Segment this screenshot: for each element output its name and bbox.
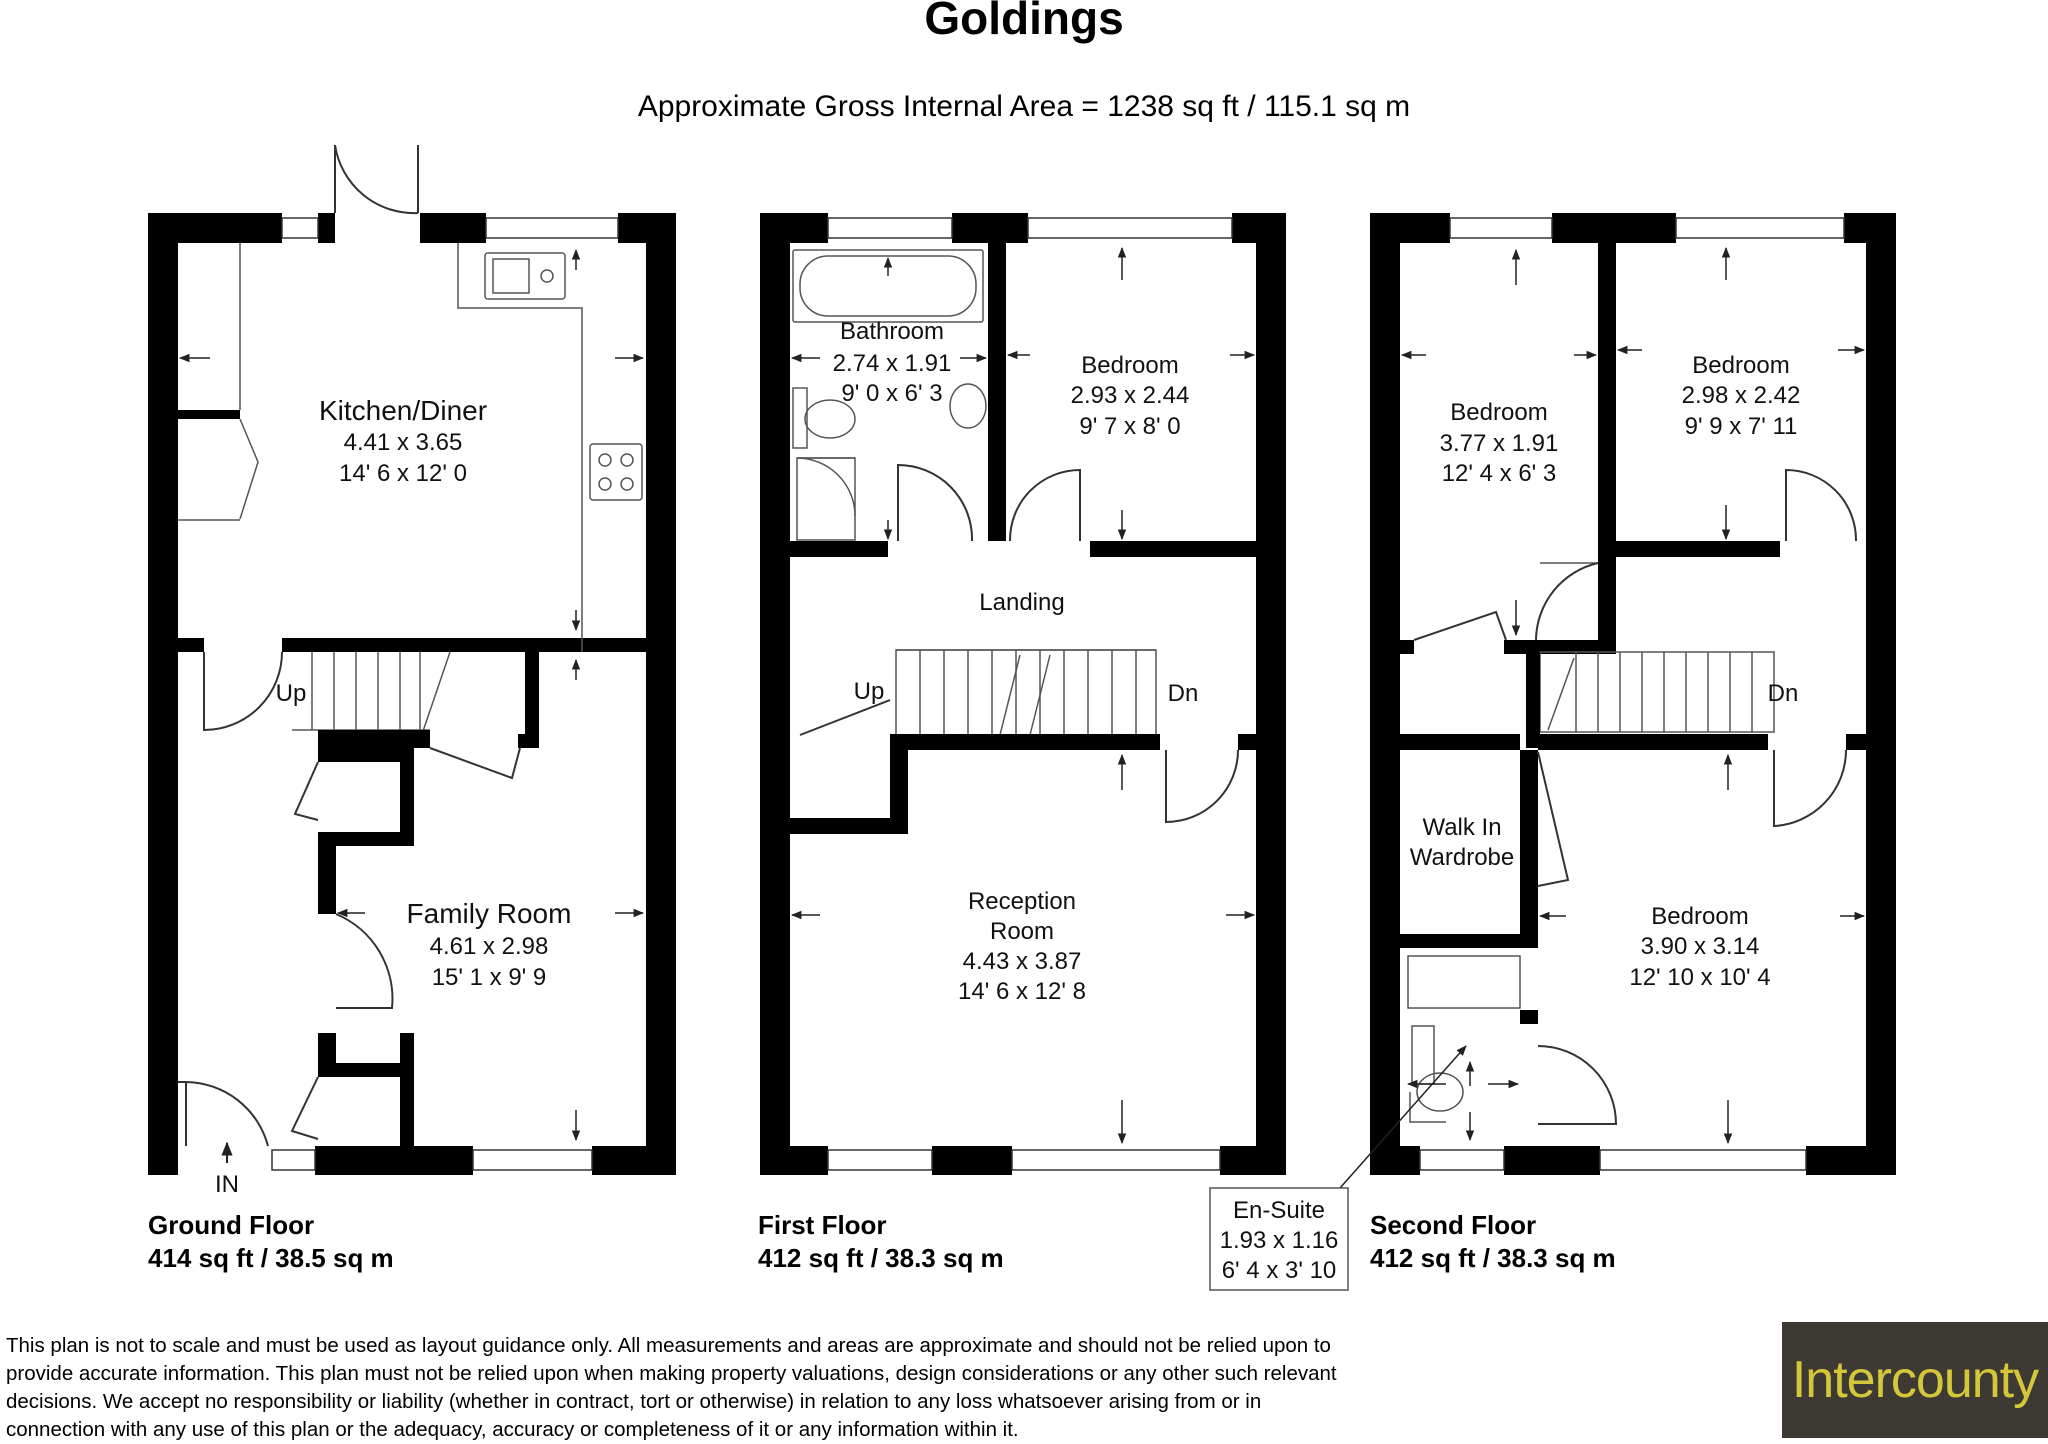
logo-text: Intercounty: [1791, 1351, 2039, 1409]
disclaimer-line: provide accurate information. This plan …: [6, 1362, 1337, 1385]
first-stairs: [895, 649, 1157, 739]
ensuite-imperial: 6' 4 x 3' 10: [1222, 1257, 1337, 1284]
disclaimer-line: This plan is not to scale and must be us…: [6, 1334, 1331, 1357]
ground-stairs-up-label: Up: [276, 680, 307, 707]
kitchen-imperial: 14' 6 x 12' 0: [339, 460, 467, 487]
second-floor-area: 412 sq ft / 38.3 sq m: [1370, 1243, 1616, 1273]
landing-name: Landing: [979, 589, 1064, 616]
first-bedroom-imperial: 9' 7 x 8' 0: [1079, 413, 1180, 440]
first-stairs-down-label: Dn: [1168, 680, 1199, 707]
second-floor-title: Second Floor: [1370, 1210, 1536, 1240]
kitchen-name: Kitchen/Diner: [319, 395, 487, 426]
disclaimer-line: decisions. We accept no responsibility o…: [6, 1390, 1262, 1413]
first-floor-plan: Bathroom 2.74 x 1.91 9' 0 x 6' 3 Bedroom…: [758, 213, 1286, 1273]
gross-area: Approximate Gross Internal Area = 1238 s…: [638, 90, 1410, 123]
disclaimer: This plan is not to scale and must be us…: [6, 1332, 1506, 1444]
walkin-name-2: Wardrobe: [1410, 844, 1514, 871]
ground-floor-plan: IN Up Kitchen/Diner 4.41 x 3.65 14' 6 x …: [148, 144, 676, 1273]
bathroom-metric: 2.74 x 1.91: [833, 350, 952, 377]
second-bedroom-right-imperial: 9' 9 x 7' 11: [1685, 413, 1798, 440]
first-bedroom-metric: 2.93 x 2.44: [1071, 382, 1190, 409]
first-bedroom-name: Bedroom: [1081, 352, 1178, 379]
second-bedroom-main-metric: 3.90 x 3.14: [1641, 933, 1760, 960]
second-bedroom-left-name: Bedroom: [1450, 399, 1547, 426]
bathroom-name: Bathroom: [840, 318, 944, 345]
first-floor-area: 412 sq ft / 38.3 sq m: [758, 1243, 1004, 1273]
ground-floor-title: Ground Floor: [148, 1210, 314, 1240]
bathroom-imperial: 9' 0 x 6' 3: [841, 380, 942, 407]
second-stairs-down-label: Dn: [1768, 680, 1799, 707]
reception-metric: 4.43 x 3.87: [963, 948, 1082, 975]
family-room-imperial: 15' 1 x 9' 9: [432, 964, 547, 991]
intercounty-logo: Intercounty: [1782, 1322, 2048, 1438]
second-bedroom-left-imperial: 12' 4 x 6' 3: [1442, 460, 1557, 487]
ensuite-name: En-Suite: [1233, 1197, 1325, 1224]
second-bedroom-right-metric: 2.98 x 2.42: [1682, 382, 1801, 409]
reception-name-1: Reception: [968, 888, 1076, 915]
ground-floor-area: 414 sq ft / 38.5 sq m: [148, 1243, 394, 1273]
second-bedroom-left-metric: 3.77 x 1.91: [1440, 430, 1559, 457]
family-room-name: Family Room: [407, 898, 572, 929]
second-stairs: [1539, 651, 1775, 733]
ensuite-metric: 1.93 x 1.16: [1220, 1227, 1339, 1254]
first-stairs-up-label: Up: [854, 678, 885, 705]
walkin-name-1: Walk In: [1422, 814, 1501, 841]
plan-title: Goldings: [924, 0, 1123, 44]
ground-stairs: [292, 651, 451, 741]
first-floor-title: First Floor: [758, 1210, 887, 1240]
reception-name-2: Room: [990, 918, 1054, 945]
entrance-label: IN: [215, 1171, 239, 1198]
disclaimer-line: connection with any use of this plan or …: [6, 1418, 1019, 1441]
reception-imperial: 14' 6 x 12' 8: [958, 978, 1086, 1005]
second-bedroom-right-name: Bedroom: [1692, 352, 1789, 379]
second-floor-plan: Bedroom 3.77 x 1.91 12' 4 x 6' 3 Bedroom…: [1209, 213, 1896, 1291]
second-bedroom-main-name: Bedroom: [1651, 903, 1748, 930]
second-bedroom-main-imperial: 12' 10 x 10' 4: [1629, 964, 1770, 991]
family-room-metric: 4.61 x 2.98: [430, 933, 549, 960]
kitchen-metric: 4.41 x 3.65: [344, 429, 463, 456]
